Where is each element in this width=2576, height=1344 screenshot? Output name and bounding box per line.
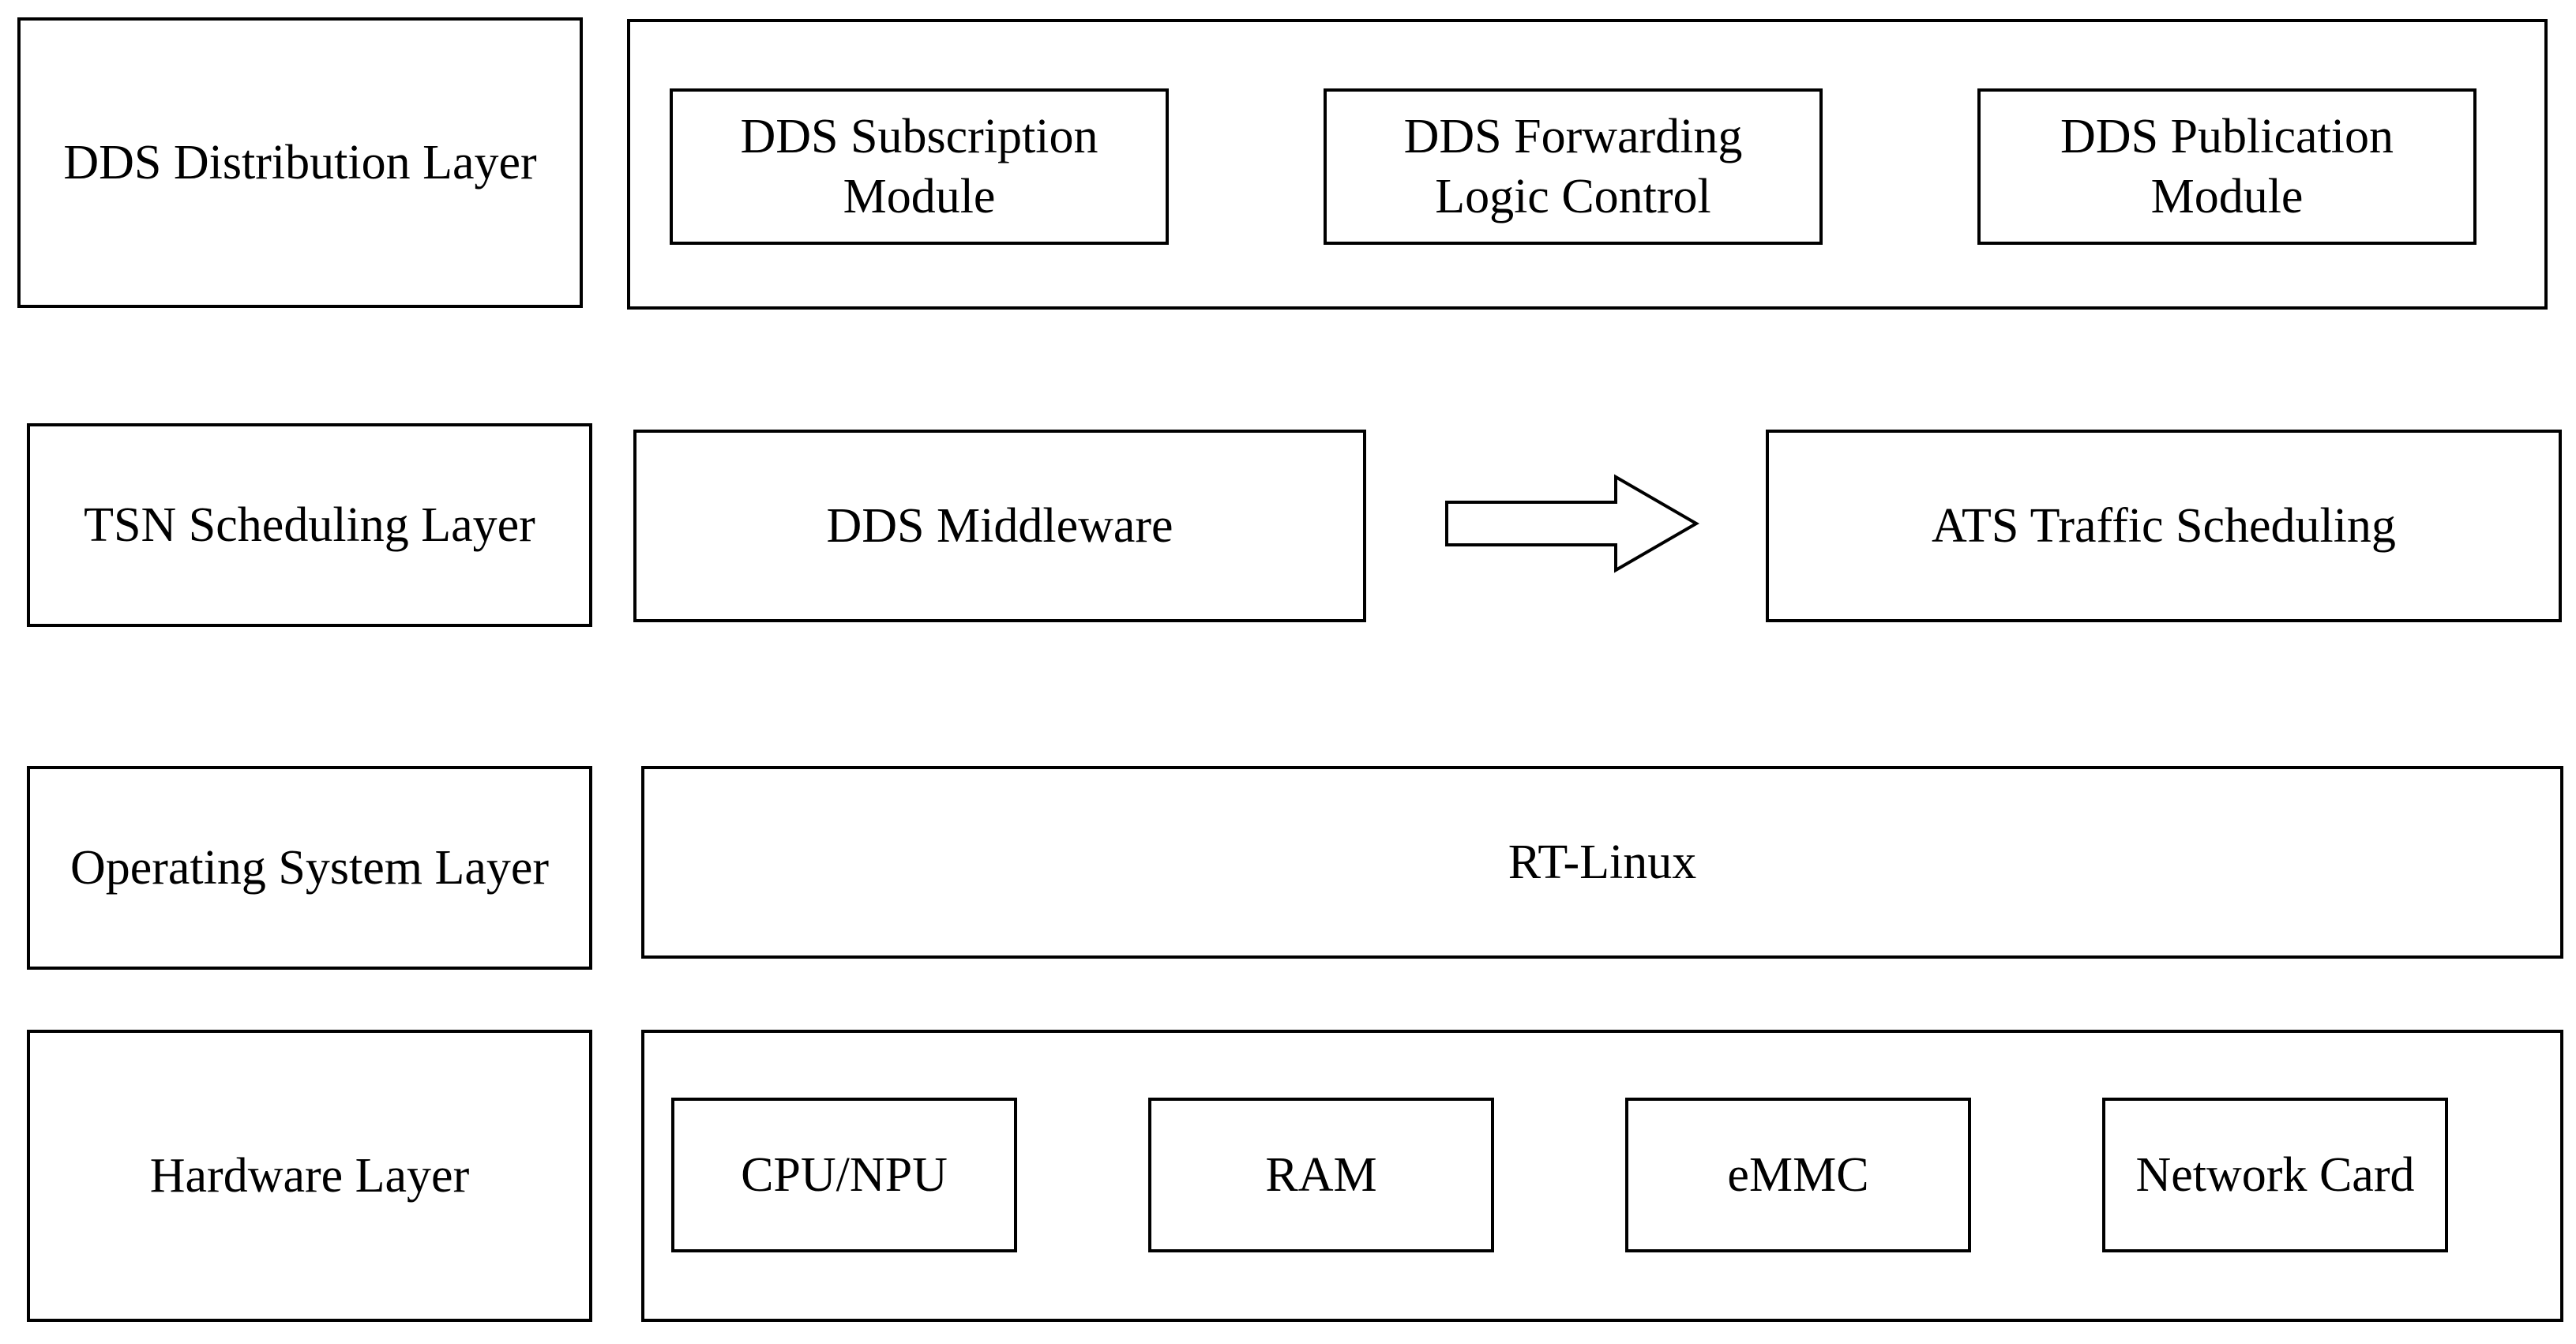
dds-publication-module: DDS Publication Module [1977,88,2476,245]
hardware-label: CPU/NPU [741,1148,948,1202]
dds-forwarding-logic-control: DDS Forwarding Logic Control [1324,88,1823,245]
dds-subscription-module: DDS Subscription Module [670,88,1169,245]
ats-traffic-scheduling: ATS Traffic Scheduling [1766,430,2562,622]
component-label: DDS Middleware [826,499,1173,553]
component-label: RT-Linux [1508,835,1697,889]
module-label: DDS Subscription Module [740,110,1098,223]
layer-label: Hardware Layer [149,1149,470,1203]
rt-linux: RT-Linux [641,766,2563,959]
hardware-cpu-npu: CPU/NPU [671,1098,1017,1252]
layer-operating-system: Operating System Layer [27,766,592,970]
layer-tsn-scheduling: TSN Scheduling Layer [27,423,592,627]
hardware-ram: RAM [1148,1098,1494,1252]
arrow-right-icon [1445,474,1699,573]
hardware-label: RAM [1265,1148,1377,1202]
hardware-network-card: Network Card [2102,1098,2448,1252]
hardware-emmc: eMMC [1625,1098,1971,1252]
dds-middleware: DDS Middleware [633,430,1366,622]
layer-label: DDS Distribution Layer [63,136,537,190]
module-label: DDS Publication Module [2060,110,2394,223]
hardware-label: eMMC [1727,1148,1869,1202]
layer-dds-distribution: DDS Distribution Layer [17,17,583,308]
layer-hardware: Hardware Layer [27,1030,592,1322]
module-label: DDS Forwarding Logic Control [1403,110,1743,223]
layer-label: TSN Scheduling Layer [84,498,535,552]
component-label: ATS Traffic Scheduling [1932,499,2396,553]
hardware-label: Network Card [2135,1148,2415,1202]
layer-label: Operating System Layer [69,841,550,895]
